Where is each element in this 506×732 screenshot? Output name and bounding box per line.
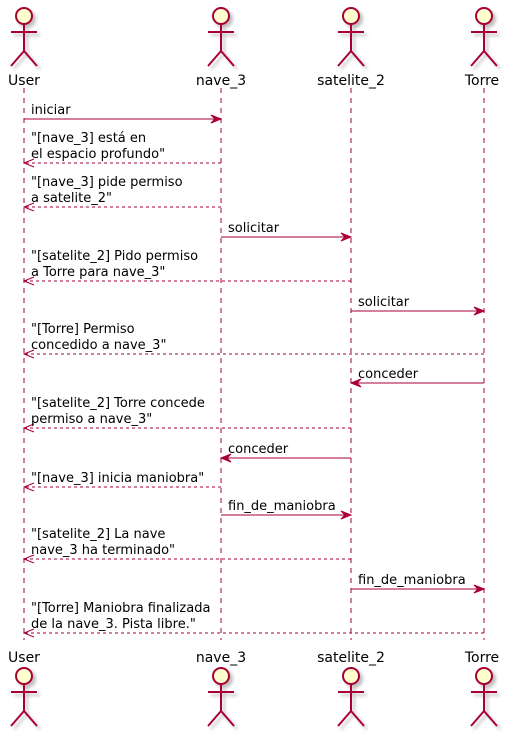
actor-figure-user-bottom bbox=[10, 667, 38, 727]
message-11: "[nave_3] inicia maniobra" bbox=[22, 471, 221, 492]
actor-name-torre-top: Torre bbox=[464, 73, 499, 89]
message-label: solicitar bbox=[228, 221, 280, 236]
message-label: "[Torre] Maniobra finalizada bbox=[31, 601, 210, 616]
actor-name-torre-bottom: Torre bbox=[464, 650, 499, 666]
message-label: "[nave_3] pide permiso bbox=[31, 175, 183, 190]
message-label: fin_de_maniobra bbox=[358, 573, 466, 588]
actor-name-nave3-top: nave_3 bbox=[196, 73, 246, 89]
message-label: permiso a nave_3" bbox=[31, 412, 152, 427]
arrowhead-open-icon bbox=[22, 482, 35, 492]
actor-name-user-bottom: User bbox=[8, 650, 40, 666]
actor-name-sat2-top: satelite_2 bbox=[317, 73, 385, 89]
arrowhead-filled-icon bbox=[340, 232, 353, 242]
arrowhead-filled-icon bbox=[210, 114, 223, 124]
actor-figure-nave3-bottom bbox=[207, 667, 235, 727]
arrowhead-filled-icon bbox=[473, 306, 486, 316]
message-4: solicitar bbox=[221, 221, 353, 242]
actor-figure-sat2-bottom bbox=[337, 667, 365, 727]
arrowhead-filled-icon bbox=[340, 510, 353, 520]
message-10: conceder bbox=[219, 442, 351, 463]
actor-figure-nave3-top bbox=[207, 7, 235, 67]
message-1: iniciar bbox=[24, 103, 223, 124]
arrowhead-open-icon bbox=[22, 349, 35, 359]
message-label: "[satelite_2] La nave bbox=[31, 527, 165, 542]
message-12: fin_de_maniobra bbox=[221, 499, 353, 520]
message-label: "[Torre] Permiso bbox=[31, 322, 135, 337]
arrowhead-open-icon bbox=[22, 158, 35, 168]
message-label: conceder bbox=[358, 367, 419, 382]
arrowhead-filled-icon bbox=[219, 453, 232, 463]
arrowhead-open-icon bbox=[22, 628, 35, 638]
arrowhead-open-icon bbox=[22, 202, 35, 212]
actor-figure-user-top bbox=[10, 7, 38, 67]
actor-name-sat2-bottom: satelite_2 bbox=[317, 650, 385, 666]
message-label: "[nave_3] está en bbox=[31, 131, 146, 146]
actor-figure-torre-top bbox=[470, 7, 498, 67]
arrowhead-open-icon bbox=[22, 423, 35, 433]
arrowhead-filled-icon bbox=[349, 378, 362, 388]
message-label: el espacio profundo" bbox=[31, 147, 165, 162]
actor-name-nave3-bottom: nave_3 bbox=[196, 650, 246, 666]
arrowhead-filled-icon bbox=[473, 584, 486, 594]
message-label: iniciar bbox=[31, 103, 71, 118]
message-label: "[nave_3] inicia maniobra" bbox=[31, 471, 204, 486]
message-label: solicitar bbox=[358, 295, 410, 310]
message-label: conceder bbox=[228, 442, 289, 457]
message-label: fin_de_maniobra bbox=[228, 499, 336, 514]
actor-name-user-top: User bbox=[8, 73, 40, 89]
message-label: concedido a nave_3" bbox=[31, 338, 166, 353]
message-label: nave_3 ha terminado" bbox=[31, 543, 175, 558]
message-14: fin_de_maniobra bbox=[351, 573, 486, 594]
actor-figure-torre-bottom bbox=[470, 667, 498, 727]
arrowhead-open-icon bbox=[22, 554, 35, 564]
message-label: a Torre para nave_3" bbox=[31, 265, 165, 280]
message-label: a satelite_2" bbox=[31, 191, 112, 206]
message-label: "[satelite_2] Pido permiso bbox=[31, 249, 198, 264]
message-8: conceder bbox=[349, 367, 484, 388]
message-6: solicitar bbox=[351, 295, 486, 316]
arrowhead-open-icon bbox=[22, 276, 35, 286]
message-label: "[satelite_2] Torre concede bbox=[31, 396, 205, 411]
actor-figure-sat2-top bbox=[337, 7, 365, 67]
message-label: de la nave_3. Pista libre." bbox=[31, 617, 196, 632]
